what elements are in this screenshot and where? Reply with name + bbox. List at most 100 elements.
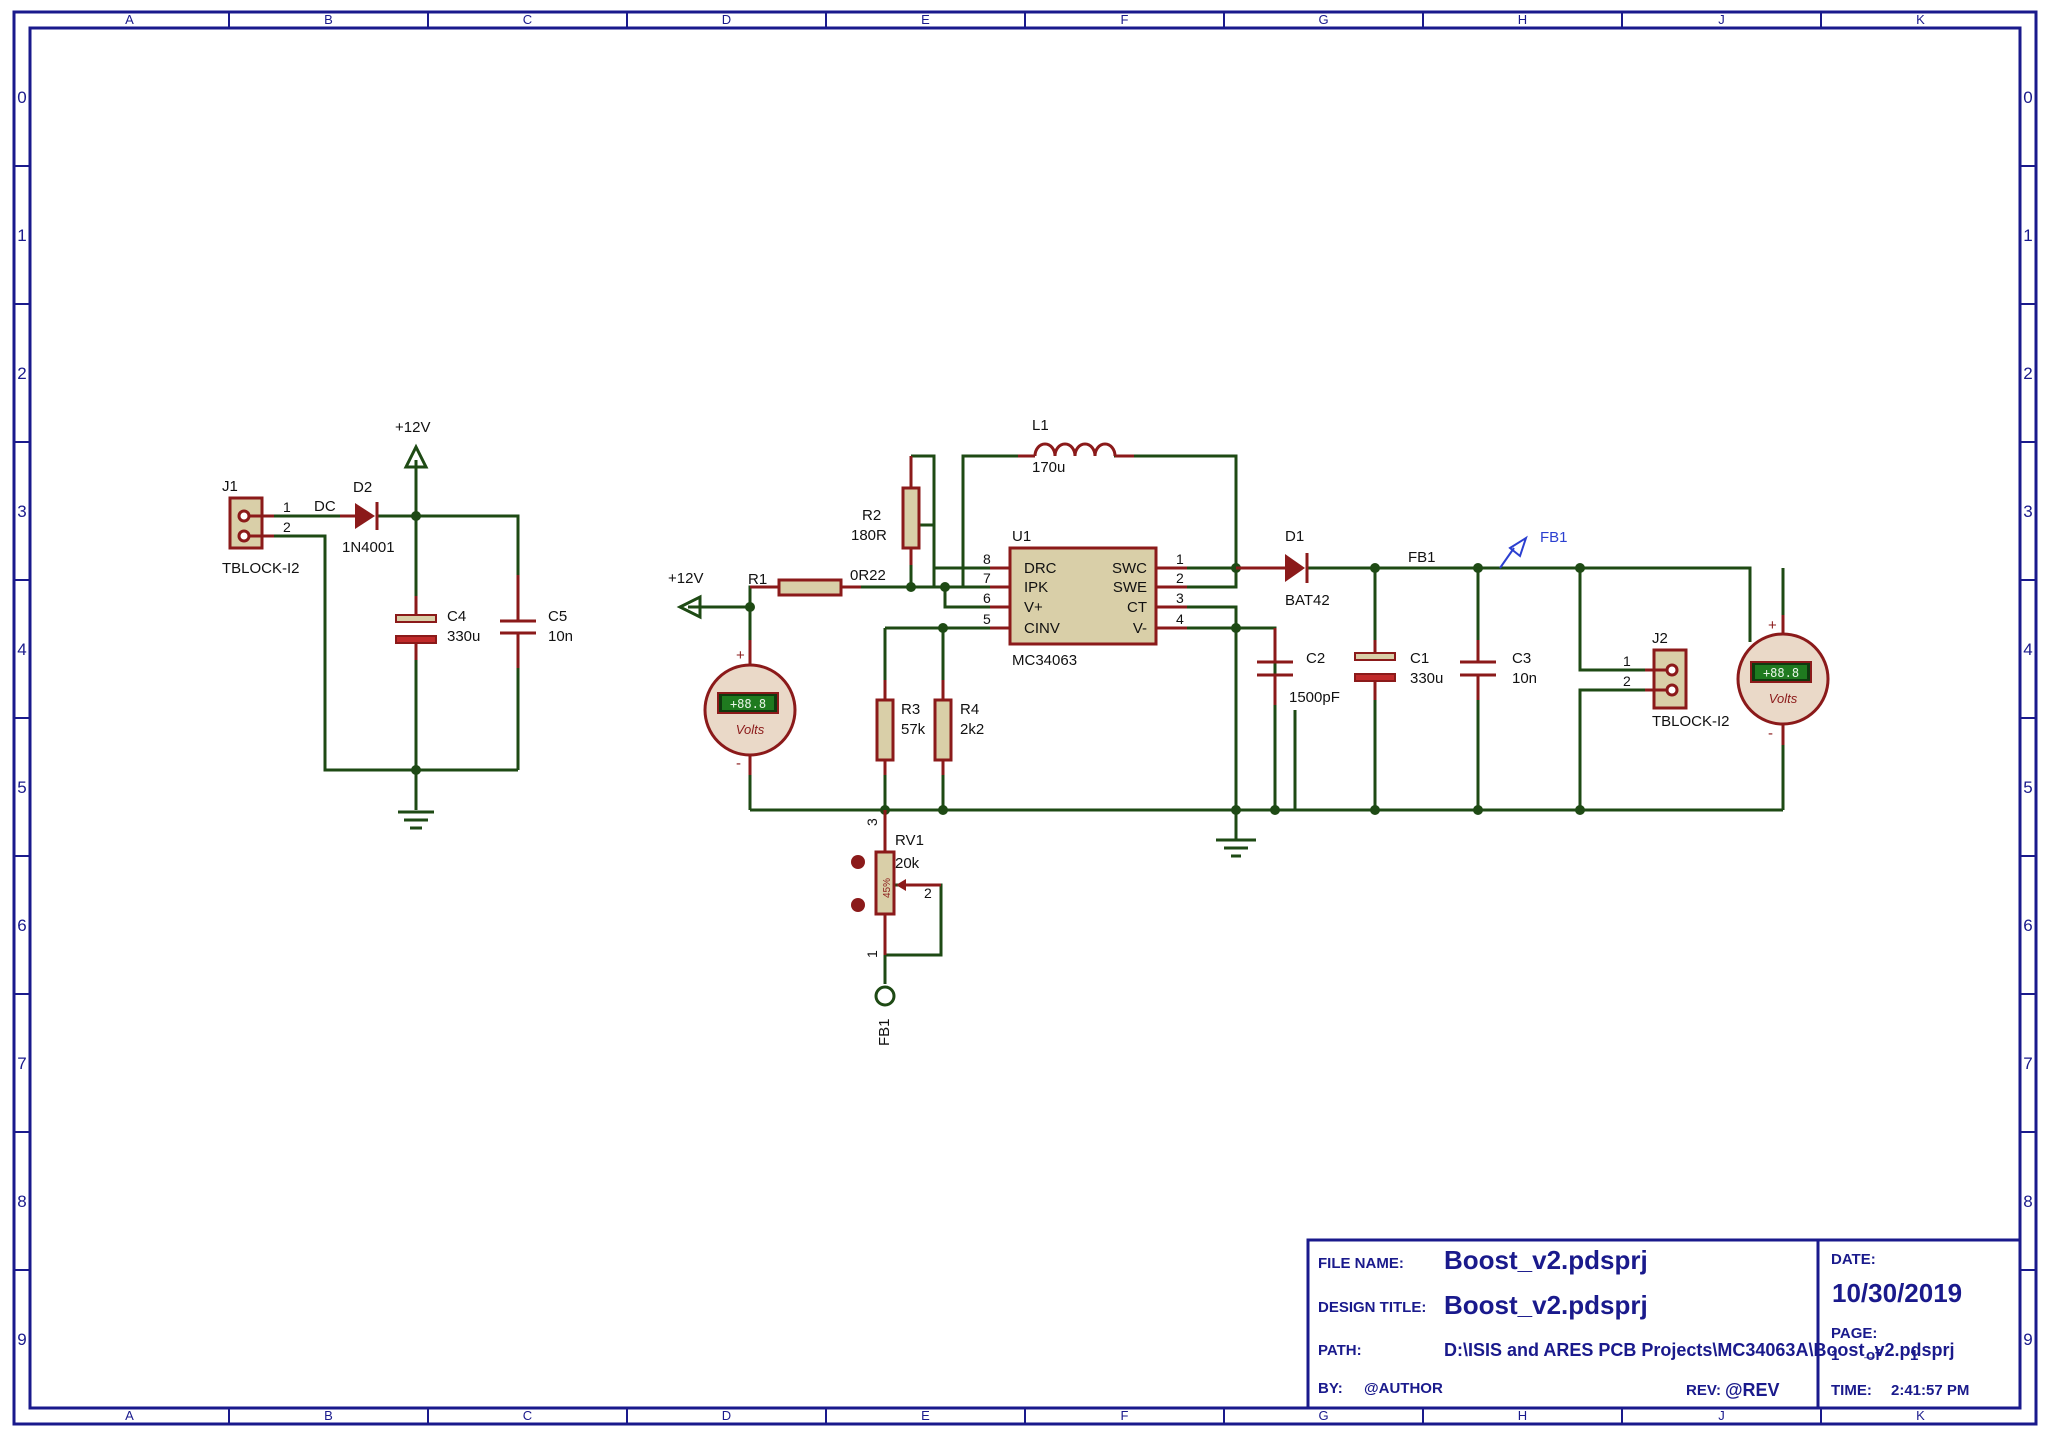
u1-pin4-num: 4	[1176, 611, 1184, 627]
tb-rev-label: REV:	[1686, 1382, 1721, 1399]
c3-value: 10n	[1512, 670, 1537, 687]
capacitor-c3[interactable]: C3 10n	[1460, 640, 1537, 700]
resistor-r2[interactable]: R2 180R	[851, 456, 921, 565]
terminal-fb1[interactable]: FB1	[874, 985, 896, 1046]
capacitor-c2[interactable]: C2 1500pF	[1257, 628, 1340, 706]
l1-ref: L1	[1032, 417, 1049, 434]
ground-symbol	[398, 810, 434, 830]
rv1-pin1: 1	[864, 950, 880, 958]
rv1-wiper-percent: 45%	[882, 878, 893, 898]
grid-column-label: C	[523, 1408, 532, 1423]
j2-pin2: 2	[1623, 673, 1631, 689]
grid-row-label: 9	[17, 1330, 26, 1349]
potentiometer-rv1[interactable]: RV1 20k 2 3 1 45%	[851, 810, 941, 958]
grid-column-label: H	[1518, 1408, 1527, 1423]
grid-row-label: 0	[17, 88, 26, 107]
c2-ref: C2	[1306, 650, 1325, 667]
ground-symbol-main	[1216, 810, 1256, 858]
grid-column-label: B	[324, 12, 333, 27]
u1-ref: U1	[1012, 528, 1031, 545]
rv1-pin2: 2	[924, 885, 932, 901]
diode-d2[interactable]: D2 1N4001	[340, 479, 395, 556]
grid-column-label: F	[1121, 1408, 1129, 1423]
c4-ref: C4	[447, 608, 466, 625]
diode-d1[interactable]: D1 BAT42	[1236, 528, 1330, 609]
tb-page-num: 1	[1831, 1347, 1839, 1364]
r3-value: 57k	[901, 721, 926, 738]
u1-pin-vplus: V+	[1024, 599, 1043, 616]
capacitor-c4[interactable]: C4 330u	[395, 596, 480, 660]
r4-ref: R4	[960, 701, 979, 718]
r2-ref: R2	[862, 507, 881, 524]
inductor-l1[interactable]: L1 170u	[1018, 417, 1134, 476]
r1-value: 0R22	[850, 567, 886, 584]
u1-pin-ct: CT	[1127, 599, 1147, 616]
r2-value: 180R	[851, 527, 887, 544]
resistor-r1[interactable]: R1 0R22	[748, 567, 886, 597]
voltmeter-unit: Volts	[736, 722, 765, 737]
tb-page-total: 1	[1910, 1347, 1918, 1364]
c1-ref: C1	[1410, 650, 1429, 667]
grid-column-label: E	[921, 12, 930, 27]
grid-row-label: 7	[2023, 1054, 2032, 1073]
grid-row-label: 1	[17, 226, 26, 245]
capacitor-c5[interactable]: C5 10n	[500, 575, 573, 668]
u1-pin7-num: 7	[983, 570, 991, 586]
j2-pin1: 1	[1623, 653, 1631, 669]
terminal-fb1-label: FB1	[876, 1018, 893, 1046]
probe-fb1[interactable]: FB1	[1499, 529, 1568, 569]
grid-row-label: 4	[17, 640, 26, 659]
r1-ref: R1	[748, 571, 767, 588]
u1-pin5-num: 5	[983, 611, 991, 627]
resistor-r4[interactable]: R4 2k2	[933, 680, 984, 775]
grid-row-label: 2	[17, 364, 26, 383]
u1-pin1-num: 1	[1176, 551, 1184, 567]
tb-date-label: DATE:	[1831, 1251, 1876, 1268]
tb-time-label: TIME:	[1831, 1382, 1872, 1399]
grid-row-label: 6	[2023, 916, 2032, 935]
grid-column-label: C	[523, 12, 532, 27]
terminal-block-j2[interactable]: J2 TBLOCK-I2 1 2	[1623, 630, 1730, 730]
tb-by-label: BY:	[1318, 1380, 1343, 1397]
grid-column-label: G	[1318, 12, 1328, 27]
grid-row-label: 5	[17, 778, 26, 797]
grid-row-label: 0	[2023, 88, 2032, 107]
d2-ref: D2	[353, 479, 372, 496]
capacitor-c1[interactable]: C1 330u	[1354, 640, 1443, 700]
input-section: +12V J1 TBLOCK-I2 1 2 DC D2 1N4001	[222, 419, 573, 830]
voltmeter-unit: Volts	[1769, 691, 1798, 706]
grid-row-label: 8	[17, 1192, 26, 1211]
u1-pin-swc: SWC	[1112, 560, 1147, 577]
grid-row-label: 2	[2023, 364, 2032, 383]
voltmeter-output[interactable]: +88.8 Volts + -	[1736, 615, 1830, 745]
probe-label: FB1	[1540, 529, 1568, 546]
resistor-r3[interactable]: R3 57k	[875, 680, 926, 775]
voltmeter-minus: -	[1768, 725, 1773, 742]
j1-ref: J1	[222, 478, 238, 495]
voltmeter-display: +88.8	[1763, 666, 1799, 680]
grid-row-label: 4	[2023, 640, 2032, 659]
tb-page-of: of	[1866, 1347, 1881, 1364]
j1-pin2: 2	[283, 519, 291, 535]
power-label-b: +12V	[668, 570, 703, 587]
voltmeter-input[interactable]: +88.8 Volts + -	[703, 640, 797, 775]
grid-row-label: 3	[17, 502, 26, 521]
u1-pin-ipk: IPK	[1024, 579, 1048, 596]
tb-by: @AUTHOR	[1364, 1380, 1443, 1397]
rv1-value: 20k	[895, 855, 920, 872]
grid-column-label: K	[1916, 12, 1925, 27]
tb-design-title-label: DESIGN TITLE:	[1318, 1299, 1426, 1316]
ic-u1-mc34063[interactable]: U1 MC34063 8 7 6 5 DRC IPK V+ CINV 1 2 3…	[983, 528, 1187, 669]
grid-column-label: E	[921, 1408, 930, 1423]
c5-value: 10n	[548, 628, 573, 645]
grid-row-label: 9	[2023, 1330, 2032, 1349]
d2-value: 1N4001	[342, 539, 395, 556]
tb-date: 10/30/2019	[1832, 1278, 1962, 1308]
voltmeter-minus: -	[736, 755, 741, 772]
terminal-block-j1[interactable]: J1 TBLOCK-I2 1 2	[222, 478, 300, 577]
u1-pin6-num: 6	[983, 590, 991, 606]
grid-column-label: K	[1916, 1408, 1925, 1423]
tb-rev: @REV	[1725, 1380, 1780, 1400]
